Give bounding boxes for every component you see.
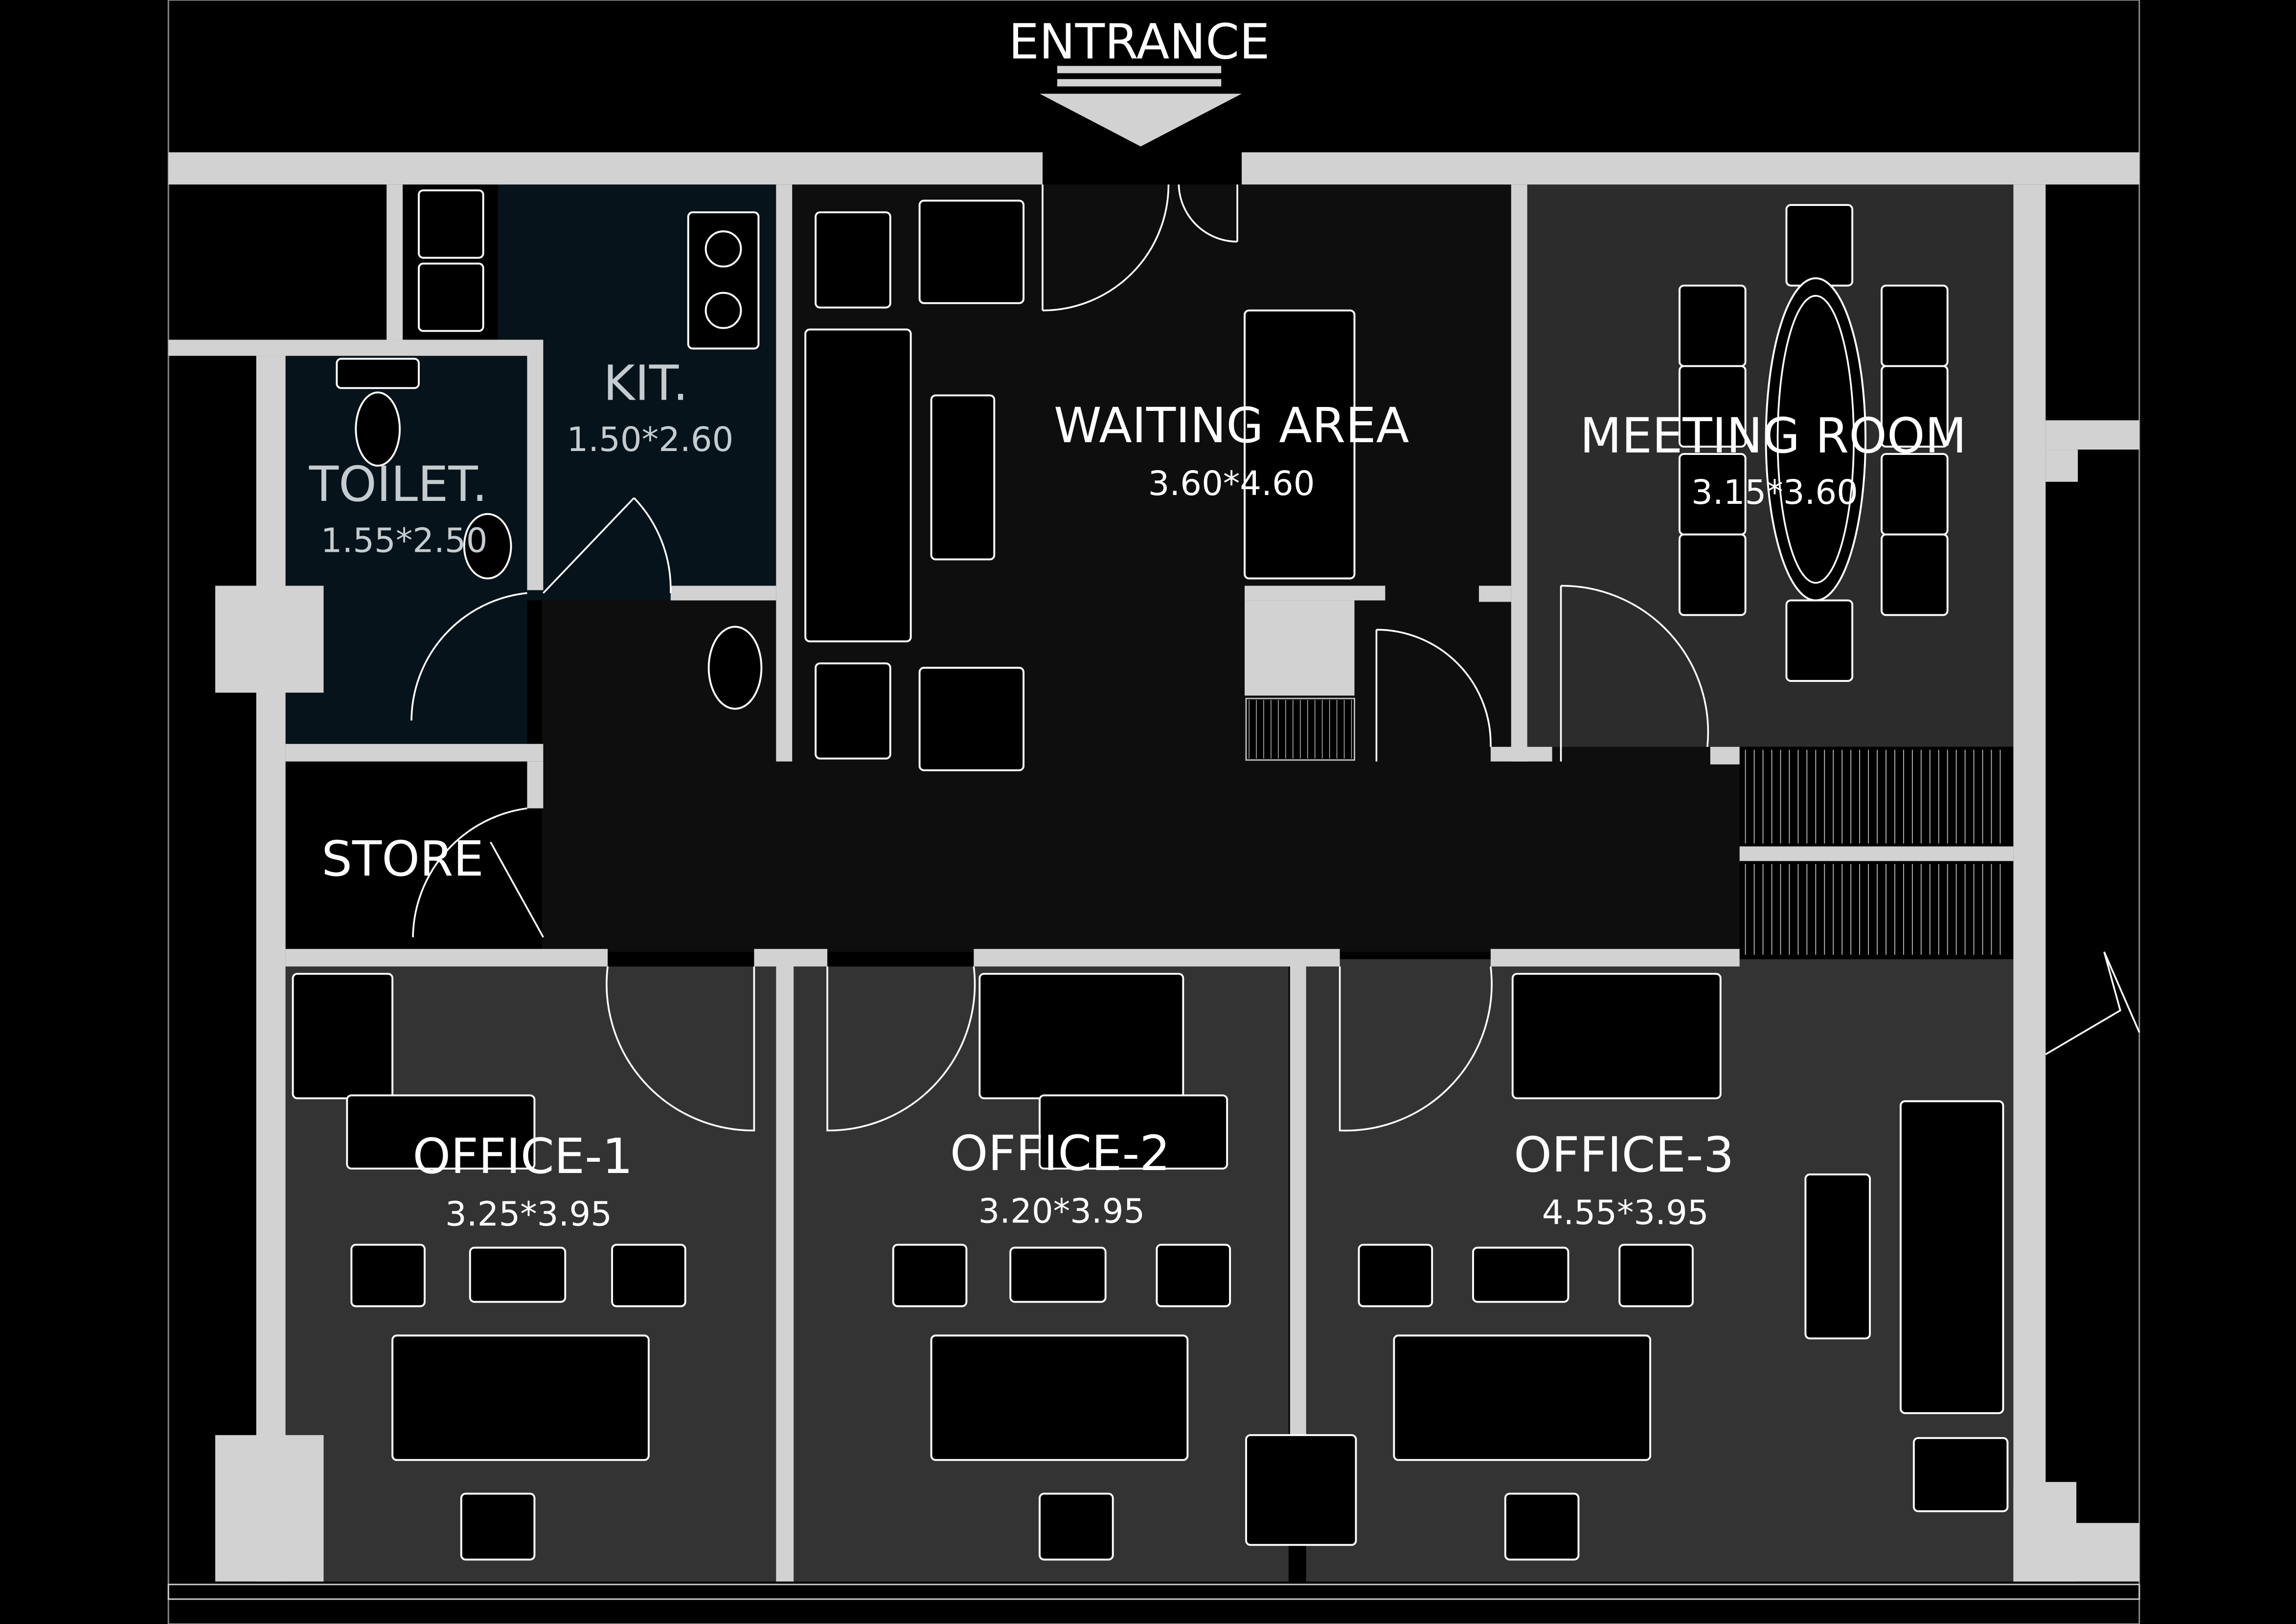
sofa [292, 972, 394, 1100]
meeting-room-label: MEETING ROOM [1580, 408, 1967, 464]
conference-table [1765, 277, 1867, 602]
sofa [978, 972, 1184, 1100]
meeting-chair [1881, 453, 1949, 536]
kitchen-size: 1.50*2.60 [567, 420, 733, 459]
office-desk [930, 1334, 1189, 1461]
meeting-chair [1679, 365, 1747, 448]
guest-chair [1618, 1243, 1694, 1308]
store-label: STORE [321, 831, 484, 887]
wash-basin [463, 513, 512, 580]
entrance-label: ENTRANCE [1009, 14, 1270, 70]
walls [167, 152, 2140, 1600]
toilet-bowl [355, 391, 401, 467]
wash-basin [707, 626, 763, 710]
side-table [815, 211, 891, 309]
furniture [292, 189, 2009, 1561]
office-desk [391, 1334, 650, 1461]
sofa [804, 328, 912, 643]
sink-basin [418, 262, 484, 332]
sofa [1511, 972, 1722, 1100]
toilet-label: TOILET. [309, 456, 488, 513]
office-1-label: OFFICE-1 [412, 1128, 633, 1185]
meeting-chair [1785, 599, 1854, 682]
burner [705, 292, 742, 329]
toilet-tank [336, 358, 420, 389]
office-2-size: 3.20*3.95 [978, 1192, 1145, 1231]
sink-basin [418, 189, 484, 259]
reception-desk [1244, 309, 1356, 580]
sofa [1899, 1100, 2004, 1414]
coffee-table [930, 394, 996, 561]
office-3-size: 4.55*3.95 [1542, 1194, 1709, 1233]
office-chair [1504, 1492, 1580, 1561]
office-chair [460, 1492, 536, 1561]
side-cabinet [346, 1094, 536, 1170]
office-chair [1039, 1492, 1114, 1561]
waiting-area-label: WAITING AREA [1054, 398, 1409, 454]
toilet-size: 1.55*2.50 [321, 521, 488, 561]
guest-chair [1156, 1243, 1231, 1308]
meeting-chair [1679, 533, 1747, 616]
meeting-room-size: 3.15*3.60 [1691, 473, 1858, 512]
meeting-chair [1881, 365, 1949, 448]
side-table [815, 662, 891, 760]
office-2-label: OFFICE-2 [950, 1126, 1170, 1182]
entrance-arrow-icon [1040, 66, 1242, 147]
cabinet [1245, 1434, 1357, 1546]
meeting-chair [1881, 533, 1949, 616]
coffee-table [1009, 1246, 1107, 1303]
armchair [918, 667, 1025, 771]
waiting-area-size: 3.60*4.60 [1148, 464, 1315, 503]
office-desk [1393, 1334, 1652, 1461]
guest-chair [1358, 1243, 1433, 1308]
coffee-table [1804, 1173, 1871, 1340]
side-table [1912, 1437, 2009, 1512]
side-cabinet [1039, 1094, 1228, 1170]
door-swings [410, 184, 2140, 1132]
guest-chair [611, 1243, 686, 1308]
guest-chair [892, 1243, 968, 1308]
coffee-table [1472, 1246, 1569, 1303]
armchair [918, 200, 1025, 304]
meeting-chair [1785, 204, 1854, 287]
office-3-label: OFFICE-3 [1514, 1127, 1734, 1183]
meeting-chair [1679, 284, 1747, 367]
kitchen-label: KIT. [603, 355, 688, 411]
coffee-table [469, 1246, 567, 1303]
burner [705, 230, 742, 268]
office-1-size: 3.25*3.95 [445, 1195, 612, 1234]
guest-chair [350, 1243, 426, 1308]
meeting-chair [1881, 284, 1949, 367]
